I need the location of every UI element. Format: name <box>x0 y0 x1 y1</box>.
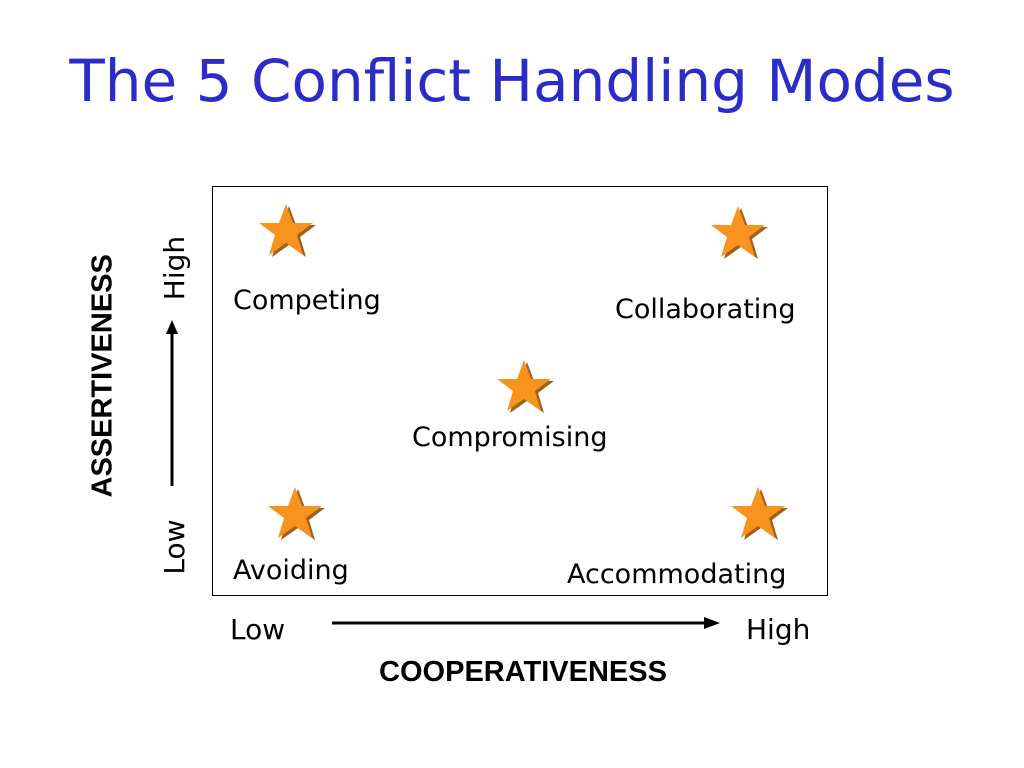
accommodating-star-icon <box>731 487 788 540</box>
y-axis-high-label: High <box>158 235 191 301</box>
mode-label-competing: Competing <box>233 285 381 316</box>
mode-label-avoiding: Avoiding <box>233 555 349 586</box>
y-axis-title: ASSERTIVENESS <box>86 254 119 498</box>
mode-label-collaborating: Collaborating <box>615 294 796 325</box>
competing-star-icon <box>259 204 316 257</box>
x-axis-low-label: Low <box>230 613 286 646</box>
compromising-star-icon <box>497 360 554 413</box>
mode-label-compromising: Compromising <box>412 422 608 453</box>
x-axis-arrow-icon <box>332 617 720 629</box>
x-axis-title: COOPERATIVENESS <box>379 656 667 688</box>
x-axis-high-label: High <box>746 613 811 646</box>
y-axis-arrow-icon <box>166 320 178 486</box>
avoiding-star-icon <box>268 487 325 540</box>
y-axis-low-label: Low <box>158 519 191 575</box>
collaborating-star-icon <box>711 206 768 259</box>
mode-label-accommodating: Accommodating <box>567 559 787 590</box>
slide-title: The 5 Conflict Handling Modes <box>69 47 955 115</box>
diagram-frame <box>212 186 828 596</box>
